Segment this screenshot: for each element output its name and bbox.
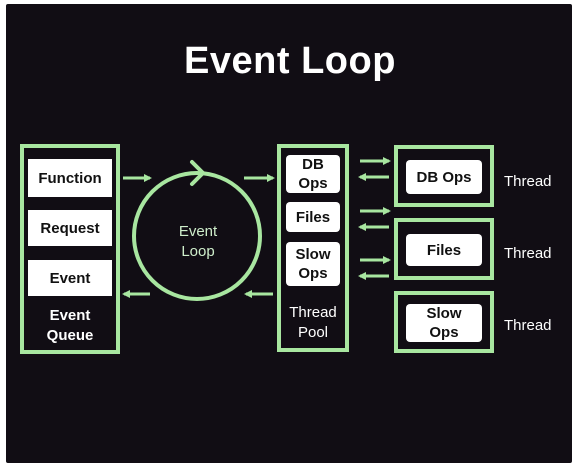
- pool-item-db-ops-line1: DB: [302, 156, 324, 173]
- event-loop-label-line1: Event: [178, 223, 218, 240]
- thread-container-1: [394, 145, 494, 207]
- event-loop-chevron-icon: [190, 160, 205, 186]
- queue-item-function: Function: [28, 159, 112, 197]
- thread-pool-label-line1: Thread: [289, 304, 337, 321]
- thread-task-files: Files: [406, 234, 482, 266]
- pool-item-db-ops-line2: Ops: [298, 175, 328, 192]
- event-queue-label-line2: Queue: [46, 327, 94, 344]
- event-loop-circle: [132, 171, 262, 301]
- pool-item-slow-ops-line1: Slow: [295, 246, 331, 263]
- thread-pool-label: Thread Pool: [279, 303, 347, 343]
- thread-task-slow-ops-line1: Slow: [426, 305, 462, 322]
- queue-item-request: Request: [28, 210, 112, 246]
- thread-task-slow-ops-line2: Ops: [429, 324, 459, 341]
- event-loop-label: Event Loop: [166, 222, 230, 262]
- thread-task-db-ops: DB Ops: [406, 160, 482, 194]
- queue-item-event: Event: [28, 260, 112, 296]
- thread-pool-label-line2: Pool: [297, 324, 329, 341]
- thread-container-2: [394, 218, 494, 280]
- pool-item-files: Files: [286, 202, 340, 232]
- thread-label-2: Thread: [504, 245, 552, 262]
- diagram-title: Event Loop: [184, 40, 396, 82]
- pool-item-slow-ops: Slow Ops: [286, 242, 340, 286]
- pool-item-db-ops: DB Ops: [286, 155, 340, 193]
- event-queue-container: [20, 144, 120, 354]
- thread-task-slow-ops: Slow Ops: [406, 304, 482, 342]
- pool-item-slow-ops-line2: Ops: [298, 265, 328, 282]
- thread-label-3: Thread: [504, 317, 552, 334]
- thread-label-1: Thread: [504, 173, 552, 190]
- event-loop-label-line2: Loop: [181, 243, 215, 260]
- thread-container-3: [394, 291, 494, 353]
- thread-pool-container: [277, 144, 349, 352]
- event-queue-label: Event Queue: [24, 306, 116, 346]
- event-queue-label-line1: Event: [49, 307, 91, 324]
